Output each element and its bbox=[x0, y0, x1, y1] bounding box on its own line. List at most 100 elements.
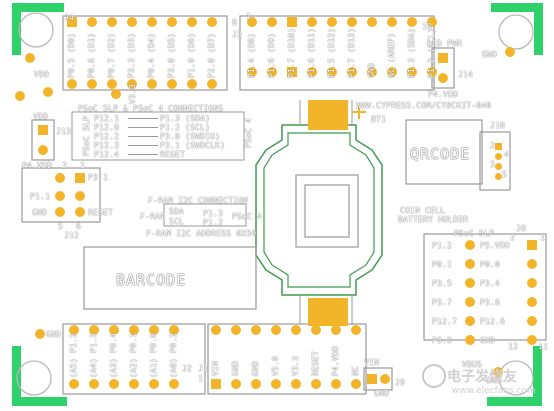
psoc-connections-frame bbox=[71, 111, 245, 161]
j3-ref: J3 bbox=[232, 30, 243, 39]
j2-pad-top-4 bbox=[149, 325, 159, 335]
j3-pin10: 10 bbox=[422, 22, 433, 31]
j4-pad-top-1 bbox=[87, 17, 97, 27]
j2-pad-bot-1 bbox=[89, 379, 99, 389]
j8-pad-left-1 bbox=[465, 259, 475, 269]
barcode-label: BARCODE bbox=[116, 271, 187, 289]
j1-pad-4 bbox=[291, 379, 301, 389]
j8-pad-left-4 bbox=[465, 316, 475, 326]
psoc-5lp-header: PSoC 5LP bbox=[82, 115, 91, 156]
j8-left-label: P3.0 bbox=[432, 336, 453, 345]
j4-ref: J4 bbox=[64, 13, 75, 22]
j12-pad-0 bbox=[55, 173, 65, 183]
j8-left-label: P0.1 bbox=[432, 260, 453, 269]
battery-holder-inner bbox=[263, 132, 375, 288]
vdd-pad-tl bbox=[25, 53, 35, 63]
j3-pad-top-0 bbox=[247, 17, 257, 27]
j4-pad-bot-5 bbox=[167, 79, 177, 89]
psoc4-pin: P3.0 (SWDIO) bbox=[160, 132, 221, 141]
j8-right-label: GND bbox=[480, 336, 496, 345]
j1-pad-0 bbox=[211, 379, 221, 389]
fram-label: F-RAM bbox=[140, 212, 166, 221]
j14-pad-1 bbox=[438, 53, 448, 63]
gnd-pad-br bbox=[493, 367, 503, 377]
fram-frame bbox=[163, 203, 247, 227]
j2-pin-label: (A1) P0.0 bbox=[149, 332, 158, 378]
psoc-conn-line bbox=[128, 127, 158, 128]
bt1-ref: BT1 bbox=[371, 115, 387, 124]
j8-left-label: P12.7 bbox=[432, 317, 458, 326]
j3-pin-label: NC (AREF) bbox=[387, 32, 396, 78]
j4-pad-top-7 bbox=[207, 17, 217, 27]
mount-hole-tr bbox=[498, 14, 534, 50]
j3-pad-bot-2 bbox=[287, 67, 297, 77]
j8-pad-right-5 bbox=[527, 335, 537, 345]
j8-pin11: 11 bbox=[538, 342, 549, 351]
j4-pad-bot-6 bbox=[187, 79, 197, 89]
j12-num-1: 1 bbox=[80, 161, 86, 170]
psoc5lp-pin: P12.0 bbox=[94, 123, 120, 132]
watermark-logo-icon bbox=[422, 364, 446, 388]
j1-pad-top-1 bbox=[231, 325, 241, 335]
j14-p4vdd: P4.VDD bbox=[428, 90, 459, 99]
psoc5lp-pin: P12.4 bbox=[94, 150, 120, 159]
j13-pad-2 bbox=[38, 145, 48, 155]
j4-pad-bot-0 bbox=[67, 79, 77, 89]
j8-left-label: P3.7 bbox=[432, 298, 453, 307]
j1-pad-top-4 bbox=[291, 325, 301, 335]
j1-pin-label: RESET bbox=[311, 350, 320, 376]
j8-right-label: P12.6 bbox=[480, 317, 506, 326]
j3-pad-bot-9 bbox=[427, 67, 437, 77]
gnd-pad-bl bbox=[35, 329, 45, 339]
j2-pad-bot-0 bbox=[69, 379, 79, 389]
gnd-label-tr: GND bbox=[482, 50, 498, 59]
battery-cell-inner bbox=[304, 184, 350, 238]
j4-pin-label: P3.0 (D5) bbox=[167, 32, 176, 78]
j12-pad-4 bbox=[55, 207, 65, 217]
j12-pad-1 bbox=[75, 173, 85, 183]
j8-pad-right-4 bbox=[527, 316, 537, 326]
j12-outline bbox=[21, 167, 101, 223]
j12-pad-5 bbox=[75, 207, 85, 217]
j2-pad-bot-3 bbox=[129, 379, 139, 389]
watermark-text: 电子发烧友 bbox=[447, 369, 517, 385]
j10-pad-0 bbox=[494, 142, 502, 150]
j1-pin-label: VIN bbox=[211, 360, 220, 376]
j4-pad-bot-7 bbox=[207, 79, 217, 89]
j4-pad-top-2 bbox=[107, 17, 117, 27]
j3-pad-bot-1 bbox=[267, 67, 277, 77]
j3-pad-bot-4 bbox=[327, 67, 337, 77]
v33-label: V3.3 bbox=[128, 83, 137, 104]
j2-pad-top-1 bbox=[89, 325, 99, 335]
j4-pin-label: P3.3 (D3) bbox=[127, 32, 136, 78]
j12-right-1: RESET bbox=[88, 208, 114, 217]
fram-p13: P1.3 bbox=[203, 209, 224, 218]
j1-pad-5 bbox=[311, 379, 321, 389]
j9-outline bbox=[363, 367, 393, 391]
j10-pin-num: 3 bbox=[490, 160, 496, 169]
led-pwr-label: LED PWR bbox=[427, 39, 463, 48]
battery-cell-box bbox=[295, 174, 359, 248]
psoc4-pin: P3.1 (SWDCLK) bbox=[160, 141, 226, 150]
j13-vdd: VDD bbox=[33, 112, 49, 121]
mount-bracket-bl-h bbox=[12, 397, 67, 406]
j9-ref: J9 bbox=[395, 378, 406, 387]
j3-pin8: 8 bbox=[232, 18, 238, 27]
j8-right-label: P0.0 bbox=[480, 260, 501, 269]
mount-bracket-tr-h bbox=[491, 3, 543, 12]
j1-pad-top-6 bbox=[331, 325, 341, 335]
j2-pin-label: (A2) P0.1 bbox=[129, 332, 138, 378]
j4-pad-bot-4 bbox=[147, 79, 157, 89]
j8-pin2: 2 bbox=[510, 233, 516, 242]
j3-pad-bot-3 bbox=[307, 67, 317, 77]
j3-pad-top-1 bbox=[267, 17, 277, 27]
fram-scl: SCL bbox=[169, 217, 185, 226]
fram-title: F-RAM I2C CONNECTION bbox=[148, 196, 249, 205]
j3-pin-label: P1.5 (D12) bbox=[327, 27, 336, 78]
fram-address: F-RAM I2C ADDRESS 0X50 bbox=[146, 229, 257, 238]
mount-hole-bl bbox=[16, 360, 52, 396]
j3-pad-bot-7 bbox=[387, 67, 397, 77]
j13-pad-1 bbox=[38, 125, 48, 135]
j10-pin-num: 2 bbox=[490, 141, 496, 150]
